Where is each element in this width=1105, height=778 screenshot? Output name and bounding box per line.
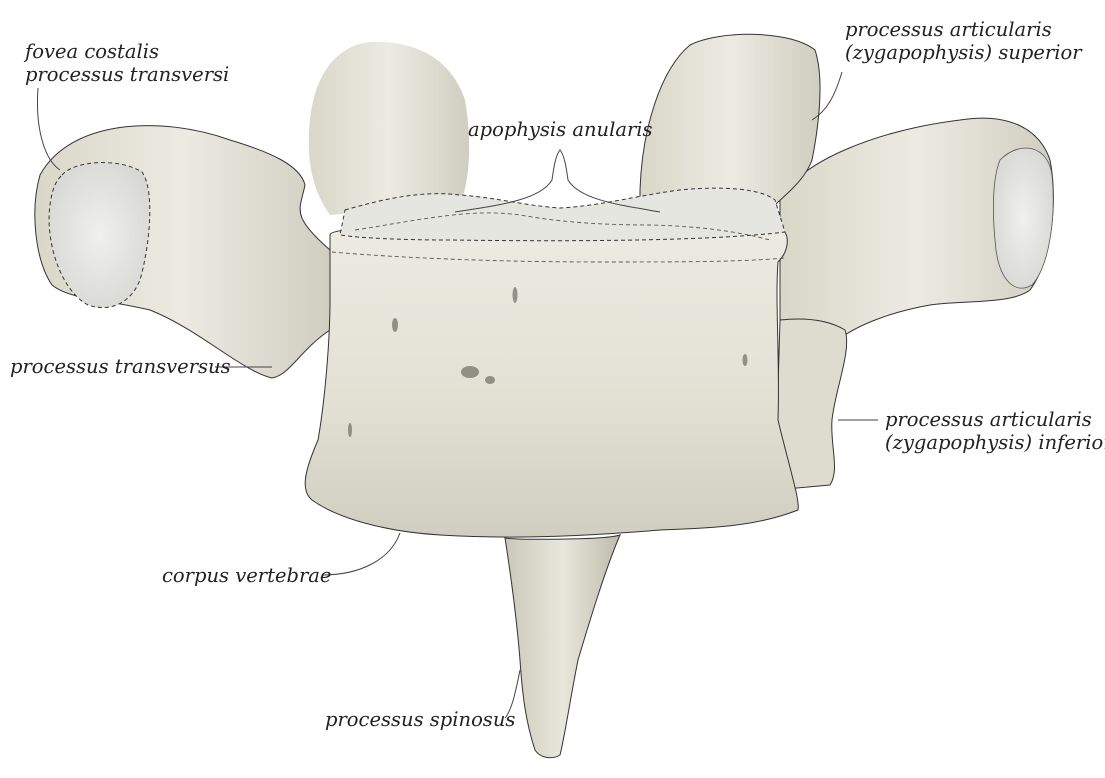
label-articularis-superior-line1: processus articularis [845,18,1082,41]
label-transversus-text: processus transversus [10,355,231,378]
left-superior-articular-process [309,42,469,215]
label-articularis-superior-line2: (zygapophysis) superior [845,41,1082,64]
label-apophysis-anularis-text: apophysis anularis [468,118,653,141]
label-fovea-costalis-line1: fovea costalis [25,40,229,63]
label-transversus: processus transversus [10,355,231,378]
leader-corpus [322,533,400,575]
spinous-process [505,535,620,758]
right-superior-articular-process [640,34,820,205]
label-fovea-costalis: fovea costalis processus transversi [25,40,229,86]
label-articularis-inferior: processus articularis (zygapophysis) inf… [885,408,1105,454]
label-fovea-costalis-line2: processus transversi [25,63,229,86]
label-spinosus-text: processus spinosus [325,708,515,731]
label-articularis-inferior-line2: (zygapophysis) inferior [885,431,1105,454]
label-articularis-inferior-line1: processus articularis [885,408,1105,431]
vertebral-body [305,228,798,537]
label-apophysis-anularis: apophysis anularis [468,118,653,141]
right-costal-facet [993,148,1053,288]
label-spinosus: processus spinosus [325,708,515,731]
label-corpus: corpus vertebrae [162,564,331,587]
label-articularis-superior: processus articularis (zygapophysis) sup… [845,18,1082,64]
ring-apophysis-surface [340,188,785,241]
label-corpus-text: corpus vertebrae [162,564,331,587]
